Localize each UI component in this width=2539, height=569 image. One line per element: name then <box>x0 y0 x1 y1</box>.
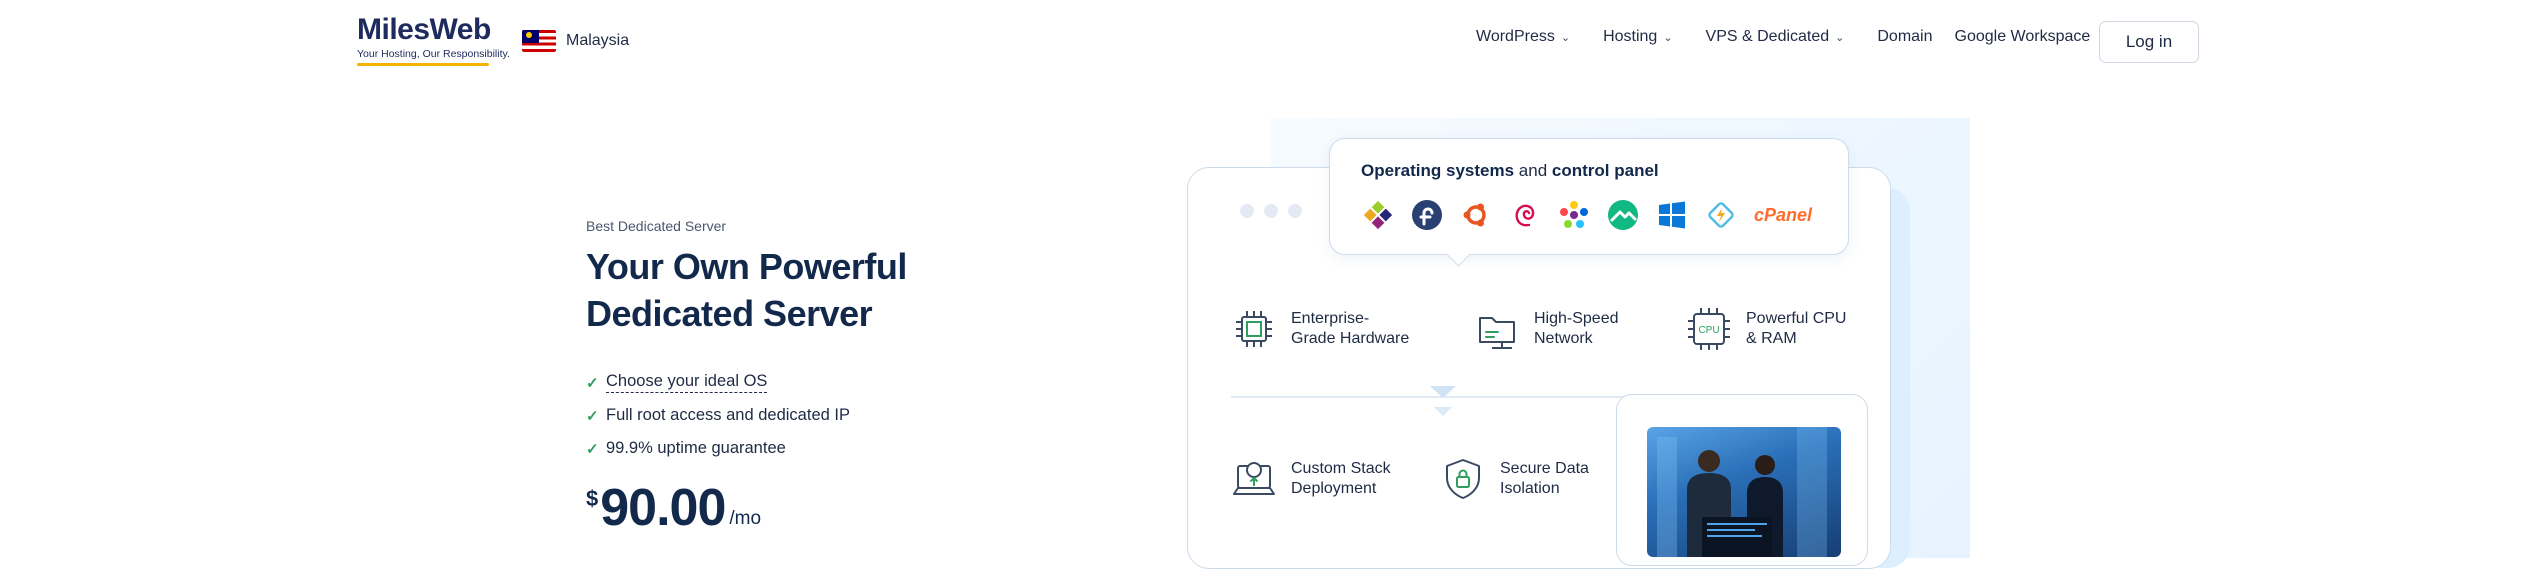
country-label: Malaysia <box>566 32 630 49</box>
list-item: ✓ 99.9% uptime guarantee <box>586 432 850 465</box>
divider-arrow <box>1430 386 1456 398</box>
check-icon: ✓ <box>586 407 599 425</box>
nav-hosting-label: Hosting <box>1603 28 1658 45</box>
cpu-icon: CPU <box>1688 308 1730 350</box>
feature-label: Network <box>1534 330 1593 347</box>
feature-list: ✓ Choose your ideal OS ✓ Full root acces… <box>586 366 850 465</box>
nav-wordpress-label: WordPress <box>1476 28 1555 45</box>
divider-arrow <box>1434 407 1452 416</box>
nav-hosting[interactable]: Hosting ⌄ <box>1603 28 1672 46</box>
list-item: ✓ Choose your ideal OS <box>586 366 850 399</box>
os-icon-row: cPanel <box>1362 199 1812 231</box>
check-icon: ✓ <box>586 440 599 458</box>
price-amount: 90.00 <box>600 479 726 537</box>
logo-name: MilesWeb <box>357 13 491 46</box>
nav-vps-dedicated[interactable]: VPS & Dedicated ⌄ <box>1706 28 1845 46</box>
datacenter-photo <box>1647 427 1841 557</box>
nav-wordpress[interactable]: WordPress ⌄ <box>1476 28 1570 46</box>
shield-lock-icon <box>1446 459 1480 499</box>
laptop-deploy-icon <box>1233 462 1275 495</box>
network-folder-icon <box>1479 317 1515 349</box>
feature-label: Powerful CPU <box>1746 310 1847 327</box>
bullet-text: Full root access and dedicated IP <box>606 406 850 424</box>
os-panel-card: Operating systems and control panel <box>1329 138 1849 255</box>
country-selector[interactable]: Malaysia <box>522 30 629 52</box>
feature-label: Grade Hardware <box>1291 330 1410 347</box>
feature-label: Secure Data <box>1500 460 1589 477</box>
price-currency: $ <box>586 486 599 511</box>
milesweb-logo[interactable]: MilesWeb Your Hosting, Our Responsibilit… <box>357 14 510 66</box>
window-dot <box>1240 204 1254 218</box>
debian-icon <box>1515 204 1535 227</box>
nav-domain-label: Domain <box>1877 28 1933 45</box>
feature-enterprise-hardware: Enterprise- Grade Hardware <box>1231 306 1409 352</box>
list-item: ✓ Full root access and dedicated IP <box>586 399 850 432</box>
price-period: /mo <box>729 508 762 529</box>
chevron-down-icon: ⌄ <box>1835 31 1845 44</box>
almalinux-icon <box>1560 201 1588 228</box>
chip-icon <box>1236 311 1272 347</box>
feature-label: & RAM <box>1746 330 1797 347</box>
fedora-icon <box>1412 200 1442 230</box>
feature-label: Enterprise- <box>1291 310 1370 327</box>
page-title: Your Own Powerful Dedicated Server <box>586 246 907 334</box>
feature-label: High-Speed <box>1534 310 1619 327</box>
nav-vps-dedicated-label: VPS & Dedicated <box>1705 28 1830 45</box>
bullet-text: 99.9% uptime guarantee <box>606 439 786 457</box>
os-panel-title: Operating systems and control panel <box>1361 161 1659 180</box>
nav-google-workspace[interactable]: Google Workspace <box>1955 28 2091 46</box>
rocky-linux-icon <box>1608 200 1638 230</box>
logo-tagline: Your Hosting, Our Responsibility. <box>357 48 510 60</box>
main-nav: WordPress ⌄ Hosting ⌄ VPS & Dedicated ⌄ … <box>1476 28 2112 46</box>
hero-eyebrow: Best Dedicated Server <box>586 218 727 234</box>
cpanel-logo: cPanel <box>1754 204 1813 225</box>
nav-domain[interactable]: Domain <box>1877 28 1932 46</box>
price: $ 90.00 /mo <box>586 480 761 536</box>
nav-google-workspace-label: Google Workspace <box>1954 28 2091 45</box>
login-button[interactable]: Log in <box>2099 21 2199 63</box>
feature-label: Custom Stack <box>1291 460 1391 477</box>
logo-underline <box>357 63 489 66</box>
choose-os-link[interactable]: Choose your ideal OS <box>606 372 768 393</box>
check-icon: ✓ <box>586 374 599 392</box>
ubuntu-icon <box>1463 203 1486 227</box>
window-dot <box>1264 204 1278 218</box>
windows-icon <box>1659 201 1685 229</box>
centos-icon <box>1363 200 1393 230</box>
feature-powerful-cpu: CPU Powerful CPU & RAM <box>1686 306 1846 352</box>
plesk-icon <box>1708 202 1734 228</box>
feature-label: Deployment <box>1291 480 1377 497</box>
chevron-down-icon: ⌄ <box>1663 31 1673 44</box>
svg-text:CPU: CPU <box>1698 325 1719 336</box>
chevron-down-icon: ⌄ <box>1560 31 1571 44</box>
window-dot <box>1288 204 1302 218</box>
malaysia-flag-icon <box>522 30 556 52</box>
feature-label: Isolation <box>1500 480 1560 497</box>
